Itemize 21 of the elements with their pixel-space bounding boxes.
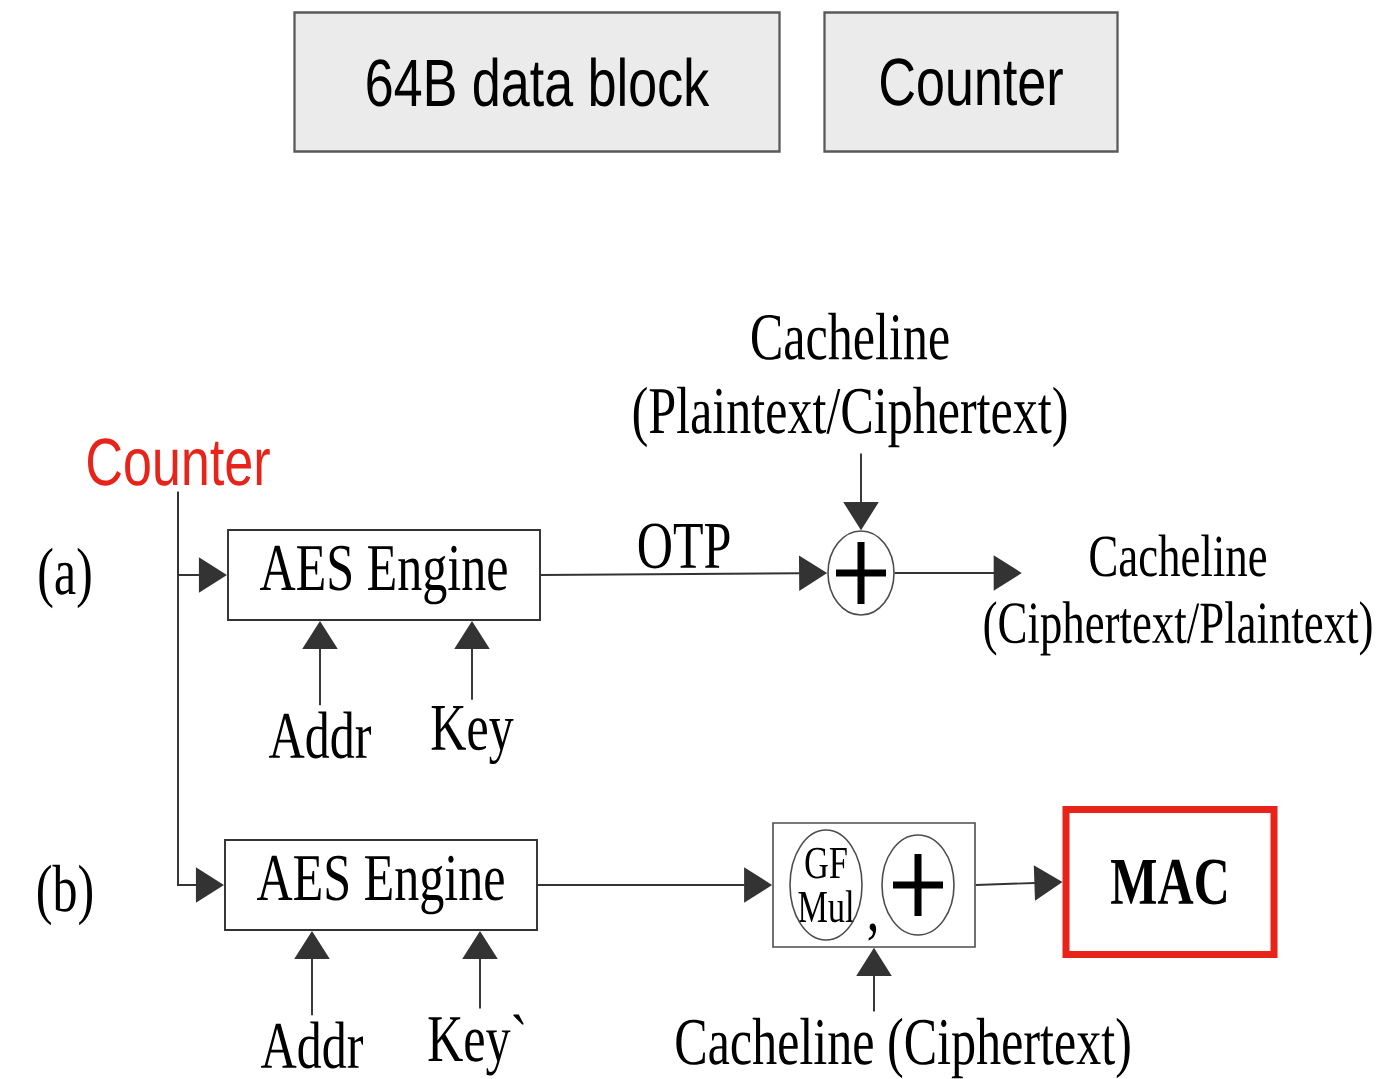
text-box: Counter: [823, 11, 1119, 153]
input-label: Cacheline (Ciphertext): [676, 1017, 1130, 1079]
edge-label: OTP: [635, 521, 734, 571]
input-label: Addr: [269, 711, 371, 759]
tag-label: (a): [39, 547, 91, 609]
xor-symbol: [881, 834, 955, 936]
process-box: [772, 822, 976, 948]
xor-symbol: [827, 530, 895, 616]
process-box: AES Engine: [227, 529, 541, 621]
input-label: Key: [431, 705, 514, 765]
input-label: Cacheline (Plaintext/Ciphertext): [633, 312, 1067, 448]
input-label: Addr: [261, 1021, 363, 1069]
output-label: Cacheline (Ciphertext/Plaintext): [984, 534, 1372, 656]
text-box: 64B data block: [293, 11, 781, 153]
arrow: [177, 490, 224, 903]
comma-mark: ,: [868, 923, 877, 941]
input-label: Key`: [428, 1014, 524, 1076]
output-box: MAC: [1062, 806, 1278, 959]
tag-label: (b): [38, 864, 92, 926]
process-box: AES Engine: [224, 839, 538, 931]
input-label: Counter: [88, 438, 270, 486]
